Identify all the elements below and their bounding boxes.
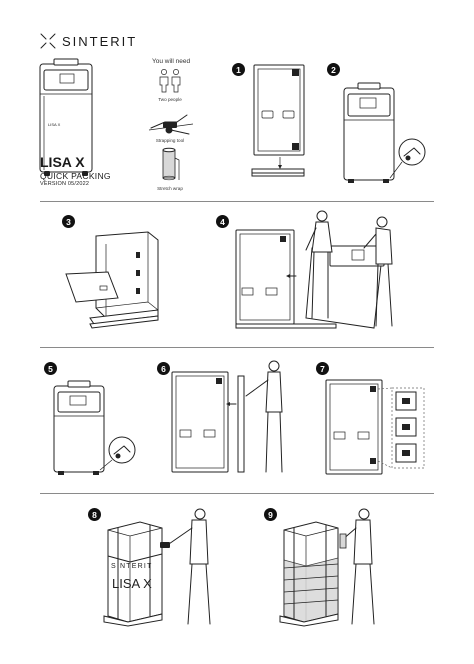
step-6-illustration <box>171 360 283 473</box>
step-7-illustration <box>325 379 425 475</box>
step-1-illustration <box>251 64 305 177</box>
step-8-badge: 8 <box>88 508 101 521</box>
step-4-illustration <box>235 210 393 329</box>
step-6-badge: 6 <box>157 362 170 375</box>
strapping-tool-icon <box>148 114 194 135</box>
need-label-stretch-wrap: Stretch wrap <box>157 186 183 191</box>
brand-logo: SINTERIT <box>40 33 137 49</box>
section-divider-3 <box>40 493 434 494</box>
product-subtitle: QUICK PACKING <box>40 171 111 181</box>
two-people-icon <box>159 69 181 93</box>
step-5-badge: 5 <box>44 362 57 375</box>
step-7-badge: 7 <box>316 362 329 375</box>
step-2-illustration <box>343 82 426 183</box>
step-5-illustration <box>53 380 136 475</box>
stretch-wrap-icon <box>162 147 180 181</box>
box-brand-label: SINTERIT <box>111 563 153 570</box>
step-1-badge: 1 <box>232 63 245 76</box>
step-3-illustration <box>65 231 159 329</box>
needs-heading: You will need <box>152 58 191 65</box>
step-4-badge: 4 <box>216 215 229 228</box>
step-3-badge: 3 <box>62 215 75 228</box>
product-title: LISA X <box>40 154 85 170</box>
product-version: VERSION 05/2022 <box>40 181 90 187</box>
section-divider-1 <box>40 201 434 202</box>
section-divider-2 <box>40 347 434 348</box>
need-label-strapping-tool: Strapping tool <box>155 138 185 143</box>
box-model-label: LISA X <box>112 576 152 591</box>
step-8-illustration: SINTERIT LISA X <box>103 508 211 627</box>
step-2-badge: 2 <box>327 63 340 76</box>
sinterit-logo-icon <box>40 33 56 49</box>
step-9-badge: 9 <box>264 508 277 521</box>
printer-front-illustration: LISA X <box>39 58 93 176</box>
printer-model-label: LISA X <box>48 122 61 127</box>
brand-name: SINTERIT <box>62 33 138 49</box>
need-label-two-people: Two people <box>158 97 182 102</box>
step-9-illustration <box>279 508 375 627</box>
